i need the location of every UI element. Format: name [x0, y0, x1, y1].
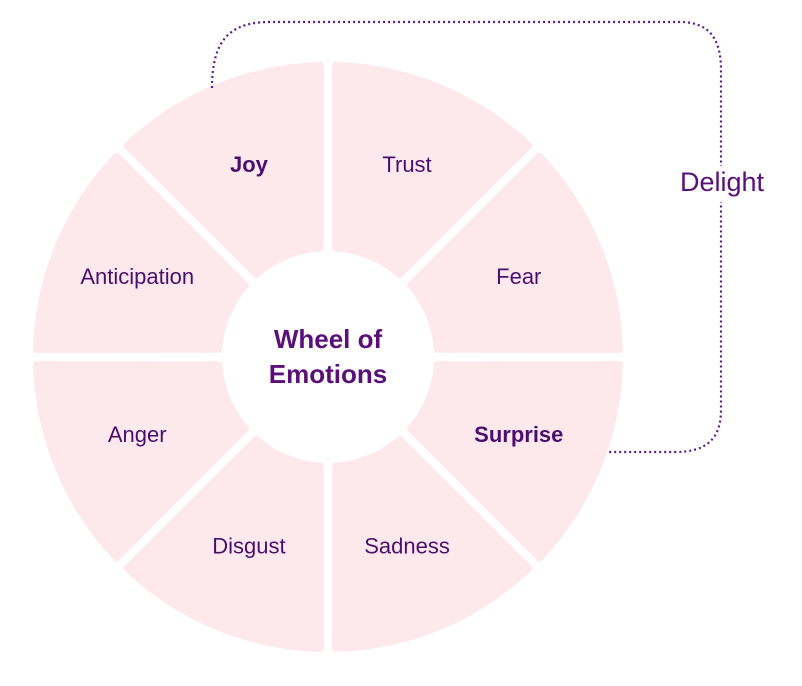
segment-label-fear: Fear [496, 264, 541, 289]
segment-shape-joy [123, 62, 325, 278]
segment-anger: Anger [33, 360, 249, 562]
center-title-line1: Wheel of [274, 324, 383, 354]
segment-shape-surprise [407, 360, 623, 562]
delight-label-background [668, 166, 776, 202]
segment-anticipation: Anticipation [33, 152, 249, 354]
segment-shape-disgust [123, 436, 325, 652]
segment-sadness: Sadness [331, 436, 533, 652]
segment-fear: Fear [407, 152, 623, 354]
segment-shape-anticipation [33, 152, 249, 354]
center-title-line2: Emotions [269, 359, 387, 389]
segment-surprise: Surprise [407, 360, 623, 562]
segment-label-joy: Joy [230, 152, 269, 177]
segment-shape-sadness [331, 436, 533, 652]
segment-label-disgust: Disgust [212, 534, 285, 559]
segment-label-anger: Anger [108, 422, 167, 447]
center-title: Wheel of Emotions [269, 324, 387, 389]
segment-label-surprise: Surprise [474, 422, 563, 447]
segment-trust: Trust [331, 62, 533, 278]
segment-shape-fear [407, 152, 623, 354]
delight-label: Delight [680, 167, 765, 197]
segment-label-sadness: Sadness [364, 534, 450, 559]
segment-disgust: Disgust [123, 436, 325, 652]
segment-shape-trust [331, 62, 533, 278]
segment-label-trust: Trust [382, 152, 431, 177]
segment-joy: Joy [123, 62, 325, 278]
segment-shape-anger [33, 360, 249, 562]
segment-label-anticipation: Anticipation [80, 264, 194, 289]
